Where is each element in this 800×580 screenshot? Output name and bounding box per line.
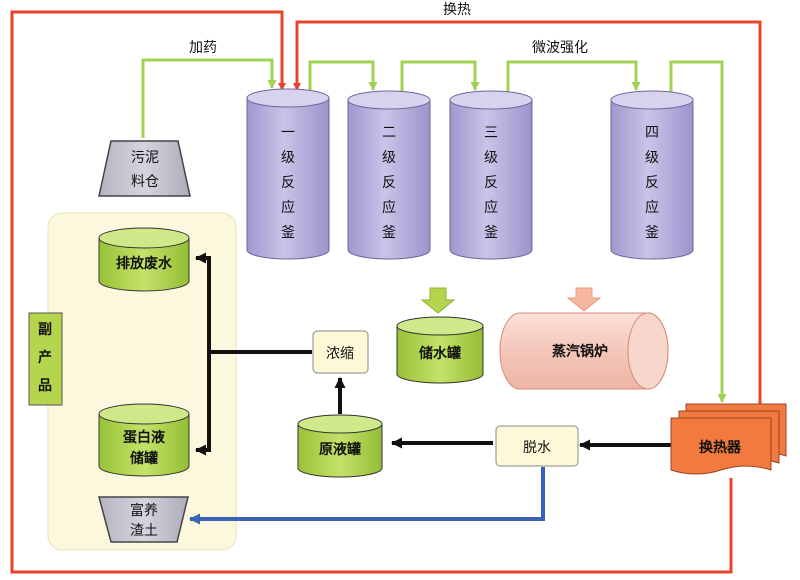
concentrate-label: 浓缩 [326,346,354,362]
sludge-label-1: 污泥 [131,150,159,166]
water-tank-arrow [420,287,456,314]
reactor-3-c4: 应 [484,199,498,216]
fertilizer-hopper: 富养 渣土 [98,496,189,543]
feed-lines [141,58,727,403]
sludge-label-2: 料仓 [131,174,159,190]
link-r3-r4 [506,60,641,92]
red-loop-inner [293,20,762,410]
reactor-4-c2: 级 [645,150,659,166]
steam-boiler-label: 蒸汽锅炉 [552,343,608,360]
heat-exchanger-label: 换热器 [699,439,742,456]
label-dosing: 加药 [189,40,217,56]
protein-tank: 蛋白液 储罐 [98,403,190,477]
reactor-4-c5: 釜 [645,225,659,241]
reactor-1-c2: 级 [281,150,295,166]
discharge-water-label: 排放废水 [116,255,173,272]
raw-tank-label: 原液罐 [319,441,361,458]
heat-loop-lines [10,10,762,574]
byproduct-label: 副 产 品 [28,312,63,406]
byproduct-c3: 品 [38,378,52,394]
dewater-box: 脱水 [495,425,579,467]
reactor-1-c4: 应 [281,199,295,216]
water-storage-tank: 储水罐 [396,316,484,384]
reactor-4-c4: 应 [645,199,659,216]
boiler-arrow [566,287,602,312]
steam-boiler: 蒸汽锅炉 [499,312,669,390]
reactor-3: 三 级 反 应 釜 [449,90,533,260]
reactor-2: 二 级 反 应 釜 [347,90,431,260]
reactor-3-c1: 三 [484,125,498,141]
raw-liquid-tank: 原液罐 [297,414,383,478]
label-heat-exchange: 换热 [443,1,471,18]
reactor-3-c3: 反 [484,175,498,191]
byproduct-c1: 副 [38,322,52,338]
label-microwave: 微波强化 [532,40,588,56]
link-r2-r3 [400,60,480,92]
bus-to-discharge [195,252,211,452]
fertilizer-label-1: 富养 [130,502,158,519]
protein-label-2: 储罐 [129,450,158,467]
reactor-2-c2: 级 [382,150,396,166]
reactor-4: 四 级 反 应 釜 [610,90,694,260]
reactor-2-c1: 二 [382,125,396,141]
sludge-hopper: 污泥 料仓 [98,140,191,197]
protein-label-1: 蛋白液 [123,429,166,446]
red-loop-outer [10,10,733,574]
reactor-3-c2: 级 [484,150,498,166]
water-tank-label: 储水罐 [418,345,461,362]
reactor-2-c3: 反 [382,175,396,191]
dosing-line [141,58,277,138]
reactor-1-c3: 反 [281,175,295,191]
concentrate-box: 浓缩 [312,330,369,374]
link-r4-exchanger [669,60,727,403]
reactor-1: 一 级 反 应 釜 [246,88,330,260]
reactor-2-c4: 应 [382,199,396,216]
reactor-1-c5: 釜 [281,225,295,241]
reactor-1-c1: 一 [281,125,295,141]
product-flow-lines [195,252,671,456]
heat-exchanger: 换热器 [670,403,787,475]
byproduct-c2: 产 [38,349,52,366]
reactor-3-c5: 釜 [484,225,498,241]
reactor-4-c3: 反 [645,175,659,191]
discharge-water-tank: 排放废水 [98,227,190,292]
fertilizer-label-2: 渣土 [130,523,158,539]
reactor-4-c1: 四 [645,125,659,141]
dewater-to-fertilizer-line [189,467,545,525]
dewater-label: 脱水 [523,440,551,456]
link-r1-r2 [308,60,378,98]
reactor-2-c5: 釜 [382,225,396,241]
